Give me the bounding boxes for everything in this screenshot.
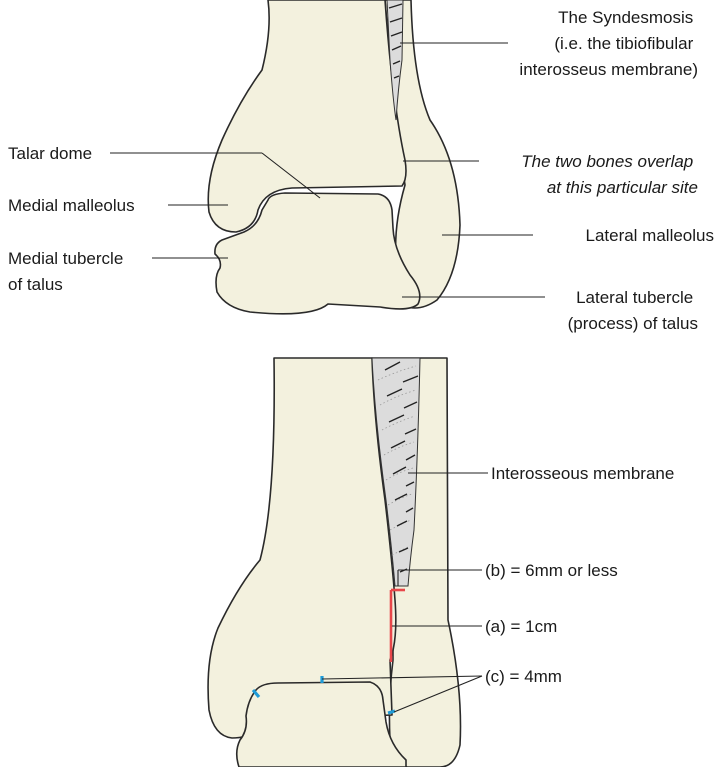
tibia-bottom (208, 358, 396, 738)
interosseous-membrane-label: Interosseous membrane (491, 464, 674, 483)
lateral-malleolus-label: Lateral malleolus (585, 226, 714, 245)
medial-malleolus-label: Medial malleolus (8, 196, 135, 215)
syndesmosis-label: The Syndesmosis (i.e. the tibiofibular i… (519, 8, 698, 79)
measure-a-label: (a) = 1cm (485, 617, 557, 636)
measure-b-label: (b) = 6mm or less (485, 561, 618, 580)
talar-dome-label: Talar dome (8, 144, 92, 163)
talus-bottom (237, 682, 406, 767)
measure-c-label: (c) = 4mm (485, 667, 562, 686)
medial-tubercle-label: Medial tubercle of talus (8, 249, 128, 294)
overlap-note: The two bones overlap at this particular… (521, 152, 698, 197)
bottom-ankle-diagram (208, 358, 460, 767)
lateral-tubercle-label: Lateral tubercle (process) of talus (568, 288, 698, 333)
top-ankle-diagram (208, 0, 460, 314)
